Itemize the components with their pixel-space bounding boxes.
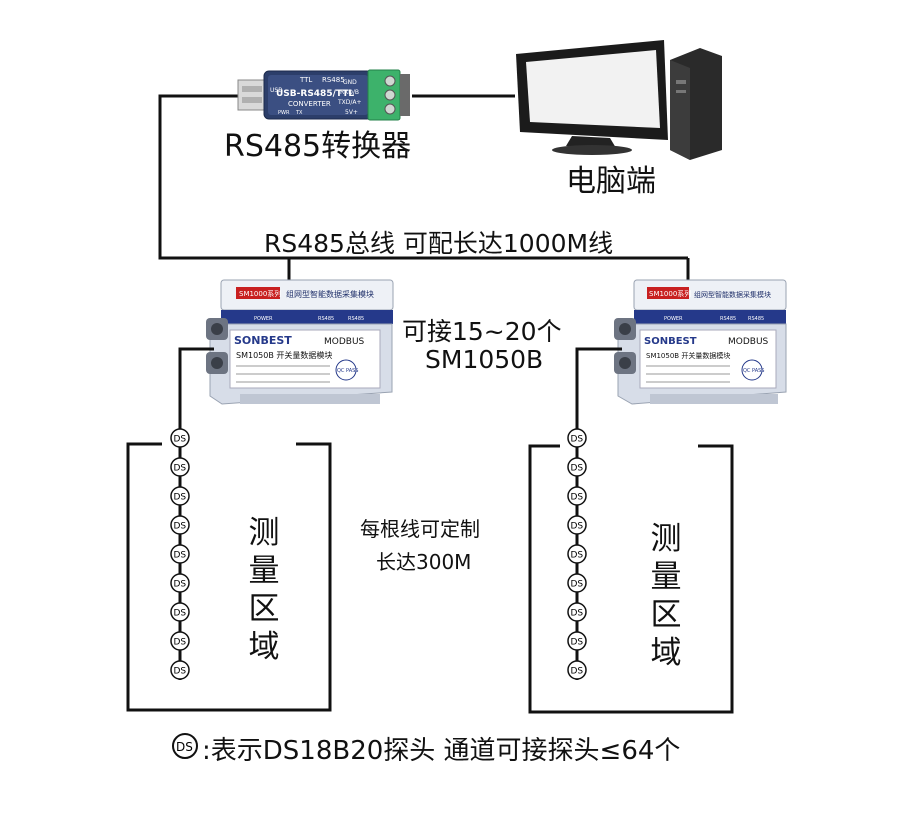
probe-symbol-text: DS xyxy=(174,551,187,561)
measure-area-right-label: 测 量 区 域 xyxy=(646,520,686,672)
converter-label: RS485转换器 xyxy=(224,129,412,164)
probe-chain-right: DS DS DS DS DS DS DS DS DS xyxy=(567,428,587,680)
cable-note-line1: 每根线可定制 xyxy=(360,517,480,541)
probe-symbol: DS xyxy=(567,457,587,477)
probe-chain-left: DS DS DS DS DS DS DS DS DS xyxy=(170,428,190,680)
converter-pin-5v: 5V+ xyxy=(345,109,358,116)
probe-symbol-text: DS xyxy=(174,609,187,619)
probe-symbol-text: DS xyxy=(174,580,187,590)
measure-area-char: 量 xyxy=(650,559,682,595)
probe-symbol-text: DS xyxy=(571,493,584,503)
probe-cable-right xyxy=(575,347,622,680)
legend-text: :表示DS18B20探头 通道可接探头≤64个 xyxy=(202,736,681,766)
probe-symbol-text: DS xyxy=(571,638,584,648)
bus-label: RS485总线 可配长达1000M线 xyxy=(264,229,614,258)
module-right-series: SM1000系列 xyxy=(649,289,691,298)
module-left-pass: QC PASS xyxy=(337,368,358,374)
computer-icon xyxy=(516,40,722,160)
probe-symbol-text: DS xyxy=(174,667,187,677)
computer-label: 电脑端 xyxy=(566,164,656,199)
module-right-led3: RS485 xyxy=(748,316,764,322)
probe-symbol-text: DS xyxy=(571,667,584,677)
probe-symbol: DS xyxy=(567,428,587,448)
probe-symbol-text: DS xyxy=(571,464,584,474)
probe-symbol: DS xyxy=(567,602,587,622)
module-note-line1: 可接15~20个 xyxy=(402,317,562,346)
legend-ds-symbol-text: DS xyxy=(176,740,193,754)
converter-pin-rxd: RXD/B xyxy=(340,89,359,96)
probe-symbol: DS xyxy=(567,515,587,535)
probe-symbol: DS xyxy=(170,660,190,680)
probe-symbol: DS xyxy=(567,486,587,506)
module-left: SM1000系列 组网型智能数据采集模块 POWER RS485 RS485 S… xyxy=(206,279,394,405)
probe-symbol: DS xyxy=(170,428,190,448)
module-right-led1: POWER xyxy=(664,316,683,322)
measure-area-left-label: 测 量 区 域 xyxy=(244,514,284,666)
converter-side: USB xyxy=(270,87,282,94)
converter-pin-txd: TXD/A+ xyxy=(337,99,362,106)
converter-name: USB-RS485/TTL xyxy=(276,89,354,99)
probe-symbol-text: DS xyxy=(174,435,187,445)
probe-symbol: DS xyxy=(170,544,190,564)
module-left-led1: POWER xyxy=(254,316,273,322)
legend-ds-symbol: DS xyxy=(172,733,198,759)
module-right-protocol: MODBUS xyxy=(728,337,769,347)
measure-area-left-frame xyxy=(126,442,332,712)
converter-pin-gnd: GND xyxy=(343,79,357,86)
probe-symbol: DS xyxy=(170,602,190,622)
probe-symbol-text: DS xyxy=(174,638,187,648)
measure-area-char: 测 xyxy=(650,521,682,557)
probe-cable-left xyxy=(178,347,214,680)
probe-symbol-text: DS xyxy=(174,464,187,474)
probe-symbol-text: DS xyxy=(174,522,187,532)
module-left-brand: SONBEST xyxy=(234,334,292,347)
measure-area-char: 域 xyxy=(650,635,682,671)
probe-symbol: DS xyxy=(170,515,190,535)
module-right-pass: QC PASS xyxy=(743,368,764,374)
probe-symbol: DS xyxy=(170,486,190,506)
converter-led-pwr: PWR xyxy=(278,110,290,116)
probe-symbol: DS xyxy=(567,544,587,564)
probe-symbol-text: DS xyxy=(571,580,584,590)
converter-led-tx: TX xyxy=(295,110,303,116)
module-left-series-title: 组网型智能数据采集模块 xyxy=(286,289,374,299)
module-right-led2: RS485 xyxy=(720,316,736,322)
probe-symbol-text: DS xyxy=(174,493,187,503)
measure-area-char: 量 xyxy=(248,553,280,589)
converter-sub: CONVERTER xyxy=(288,100,331,108)
module-right-series-title: 组网型智能数据采集模块 xyxy=(694,290,771,299)
probe-symbol: DS xyxy=(567,660,587,680)
module-left-led2: RS485 xyxy=(318,316,334,322)
module-left-model: SM1050B 开关量数据模块 xyxy=(236,350,332,360)
probe-symbol: DS xyxy=(170,457,190,477)
measure-area-right-frame xyxy=(528,444,734,714)
measure-area-char: 区 xyxy=(650,597,682,633)
probe-symbol: DS xyxy=(567,631,587,651)
module-note-line2: SM1050B xyxy=(425,345,544,374)
cable-note-line2: 长达300M xyxy=(376,550,472,574)
module-right-model: SM1050B 开关量数据模块 xyxy=(646,351,730,360)
probe-symbol-text: DS xyxy=(571,435,584,445)
probe-symbol-text: DS xyxy=(571,609,584,619)
bus-wiring xyxy=(158,94,690,283)
measure-area-char: 区 xyxy=(248,591,280,627)
usb-converter: TTL RS485 USB-RS485/TTL CONVERTER USB GN… xyxy=(237,69,410,121)
probe-symbol-text: DS xyxy=(571,551,584,561)
module-left-series: SM1000系列 xyxy=(239,289,281,298)
probe-symbol: DS xyxy=(567,573,587,593)
probe-symbol: DS xyxy=(170,573,190,593)
module-left-led3: RS485 xyxy=(348,316,364,322)
module-right: SM1000系列 组网型智能数据采集模块 POWER RS485 RS485 S… xyxy=(614,279,787,405)
probe-symbol-text: DS xyxy=(571,522,584,532)
module-left-protocol: MODBUS xyxy=(324,337,365,347)
converter-line1: TTL xyxy=(299,76,312,84)
module-right-brand: SONBEST xyxy=(644,336,697,347)
measure-area-char: 域 xyxy=(248,629,280,665)
probe-symbol: DS xyxy=(170,631,190,651)
converter-line2: RS485 xyxy=(322,76,345,84)
measure-area-char: 测 xyxy=(248,515,280,551)
